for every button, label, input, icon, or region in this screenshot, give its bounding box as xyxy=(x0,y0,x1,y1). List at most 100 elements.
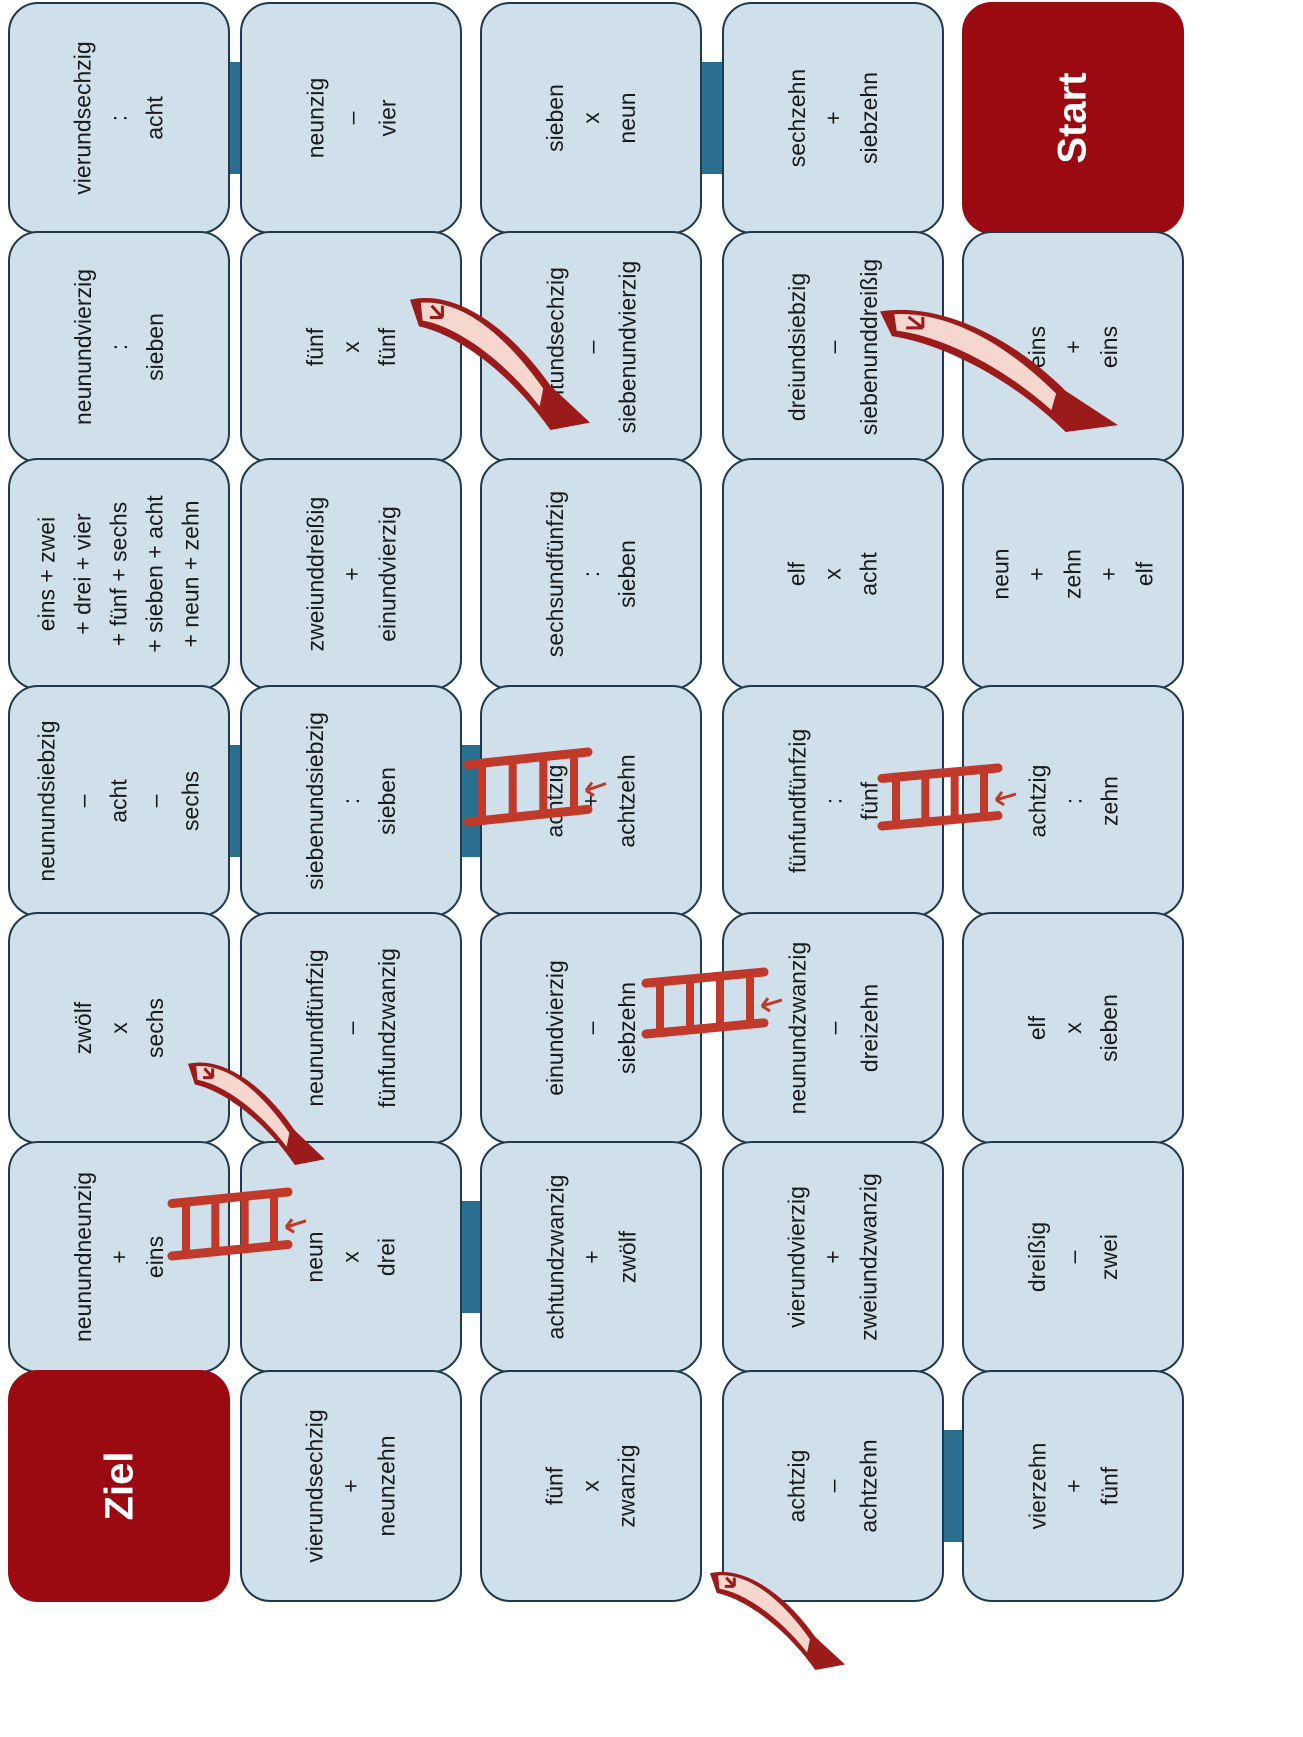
field-task: vierundsechzig+neunzehn xyxy=(297,1409,405,1562)
task-line: vierundsechzig xyxy=(297,1409,333,1562)
task-line: + xyxy=(101,1250,137,1263)
ladder-icon xyxy=(872,758,1020,836)
task-line: siebenundsiebzig xyxy=(297,712,333,890)
board-field: neun+zehn+elf xyxy=(962,458,1184,690)
task-line: neunzig xyxy=(297,78,333,159)
task-line: x xyxy=(1055,1022,1091,1034)
task-line: zwanzig xyxy=(609,1444,645,1527)
task-line: vierundsechzig xyxy=(65,41,101,194)
field-task: dreißig–zwei xyxy=(1019,1222,1127,1292)
board-field: dreißig–zwei xyxy=(962,1141,1184,1373)
task-line: neun xyxy=(609,92,645,143)
field-task: neunxdrei xyxy=(297,1231,405,1282)
task-line: acht xyxy=(101,779,137,822)
field-task: einundvierzig–siebzehn xyxy=(537,960,645,1096)
field-task: neunundsiebzig–acht–sechs xyxy=(29,720,209,881)
task-line: fünfundfünfzig xyxy=(779,729,815,874)
field-task: fünfundfünfzig:fünf xyxy=(779,729,887,874)
board-field: neunundvierzig:sieben xyxy=(8,231,230,463)
task-line: acht xyxy=(137,96,173,139)
task-line: fünf xyxy=(297,328,333,366)
task-line: elf xyxy=(1127,562,1163,586)
field-task: zweiunddreißig+einundvierzig xyxy=(297,497,405,652)
field-task: Start xyxy=(1051,72,1095,163)
task-line: – xyxy=(815,341,851,354)
task-line: eins + zwei xyxy=(29,517,65,631)
field-task: siebenundsiebzig:sieben xyxy=(297,712,405,890)
slide-icon xyxy=(178,1040,335,1175)
task-line: x xyxy=(333,341,369,353)
task-line: drei xyxy=(369,1238,405,1276)
slide-icon xyxy=(400,272,600,440)
field-task: neunundzwanzig–dreizehn xyxy=(779,942,887,1115)
task-line: siebzehn xyxy=(851,72,887,164)
task-line: sechs xyxy=(137,998,173,1058)
board-field: achtundzwanzig+zwölf xyxy=(480,1141,702,1373)
board-field: neunzig–vier xyxy=(240,2,462,234)
field-task: vierzehn+fünf xyxy=(1019,1443,1127,1530)
ladder-icon xyxy=(458,742,610,832)
slide-icon xyxy=(700,1550,855,1680)
field-task: Ziel xyxy=(97,1452,141,1521)
task-line: neun xyxy=(983,548,1019,599)
task-line: dreiundsiebzig xyxy=(779,273,815,421)
task-line: neunundneunzig xyxy=(65,1172,101,1342)
start-field: Start xyxy=(962,2,1184,234)
ladder-icon xyxy=(636,962,786,1044)
field-task: neun+zehn+elf xyxy=(983,548,1163,599)
task-line: : xyxy=(573,571,609,577)
task-line: fünf xyxy=(1091,1467,1127,1505)
ladder-icon xyxy=(162,1182,310,1266)
task-line: achtzig xyxy=(1019,765,1055,838)
task-line: Ziel xyxy=(97,1452,141,1521)
task-line: + xyxy=(1019,567,1055,580)
task-line: – xyxy=(65,795,101,808)
task-line: achtzig xyxy=(779,1450,815,1523)
task-line: dreizehn xyxy=(851,984,887,1072)
task-line: zehn xyxy=(1091,776,1127,826)
task-line: x xyxy=(815,568,851,580)
task-line: – xyxy=(137,795,173,808)
task-line: zehn xyxy=(1055,549,1091,599)
board-field: vierundvierzig+zweiundzwanzig xyxy=(722,1141,944,1373)
goal-field: Ziel xyxy=(8,1370,230,1602)
task-line: + drei + vier xyxy=(65,513,101,634)
task-line: neunundsiebzig xyxy=(29,720,65,881)
board-field: sechsundfünfzig:sieben xyxy=(480,458,702,690)
task-line: x xyxy=(333,1251,369,1263)
field-task: zwölfxsechs xyxy=(65,998,173,1058)
task-line: sieben xyxy=(609,540,645,608)
task-line: sieben xyxy=(537,84,573,152)
board-field: eins + zwei+ drei + vier+ fünf + sechs+ … xyxy=(8,458,230,690)
task-line: fünf xyxy=(537,1467,573,1505)
board-field: zweiunddreißig+einundvierzig xyxy=(240,458,462,690)
task-line: siebenundvierzig xyxy=(609,261,645,434)
board-field: siebenundsiebzig:sieben xyxy=(240,685,462,917)
field-task: eins + zwei+ drei + vier+ fünf + sechs+ … xyxy=(29,495,209,652)
task-line: zweiunddreißig xyxy=(297,497,333,652)
task-line: achtzehn xyxy=(609,754,645,847)
task-line: + xyxy=(815,111,851,124)
field-task: vierundvierzig+zweiundzwanzig xyxy=(779,1173,887,1340)
task-line: + xyxy=(815,1250,851,1263)
board-field: vierundsechzig:acht xyxy=(8,2,230,234)
task-line: elf xyxy=(779,562,815,586)
task-line: vier xyxy=(369,99,405,136)
field-task: neunundneunzig+eins xyxy=(65,1172,173,1342)
task-line: achtundzwanzig xyxy=(537,1175,573,1340)
task-line: x xyxy=(573,1480,609,1492)
field-task: neunzig–vier xyxy=(297,78,405,159)
task-line: x xyxy=(573,112,609,124)
task-line: – xyxy=(815,1480,851,1493)
task-line: sechzehn xyxy=(779,69,815,167)
task-line: sieben xyxy=(137,313,173,381)
task-line: sieben xyxy=(1091,994,1127,1062)
task-line: achtzehn xyxy=(851,1439,887,1532)
task-line: + xyxy=(573,1250,609,1263)
